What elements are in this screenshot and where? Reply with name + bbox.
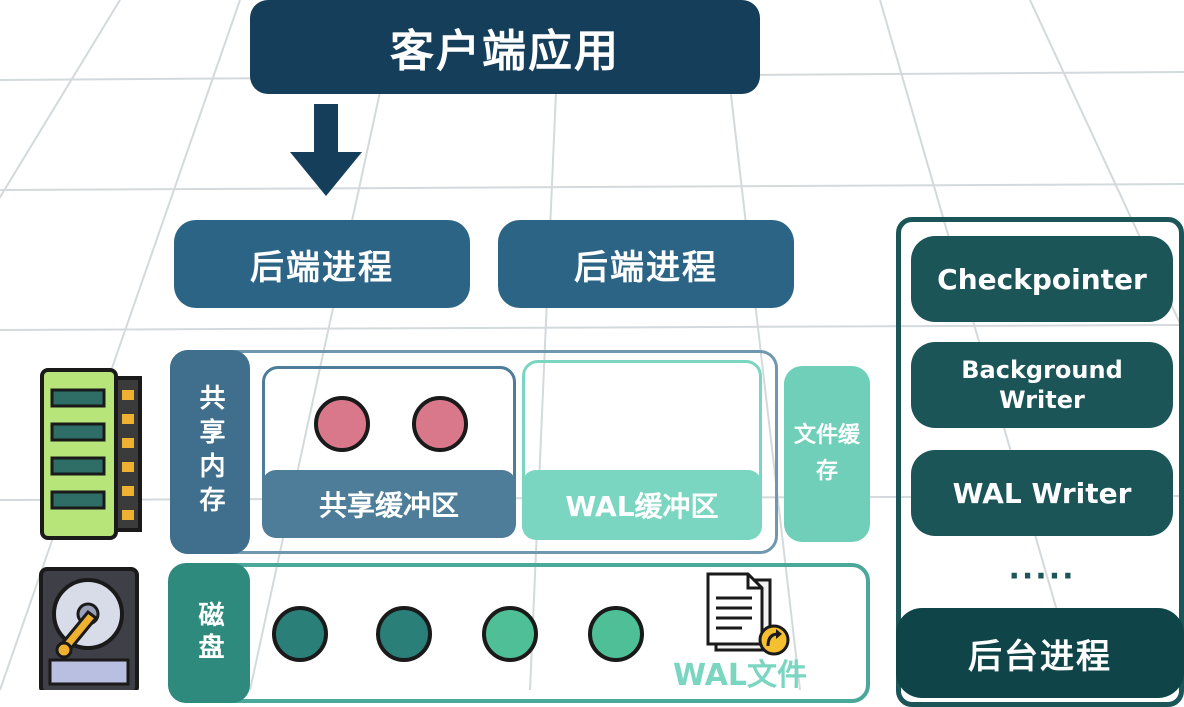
- disk-page-dot: [272, 606, 328, 662]
- wal-writer-label: WAL Writer: [952, 476, 1132, 510]
- client-app-box: 客户端应用: [250, 0, 760, 94]
- background-processes-title: 后台进程: [896, 608, 1184, 698]
- shared-buffer-label-text: 共享缓冲区: [318, 489, 459, 522]
- checkpointer-box: Checkpointer: [911, 236, 1173, 322]
- shared-buffer-label: 共享缓冲区: [262, 470, 516, 538]
- disk-page-dot: [482, 606, 538, 662]
- wal-writer-box: WAL Writer: [911, 450, 1173, 536]
- ram-icon: [40, 368, 142, 540]
- client-app-label: 客户端应用: [390, 26, 620, 77]
- buffer-page-dot: [412, 396, 468, 452]
- wal-buffer-label-text: WAL缓冲区: [565, 490, 719, 523]
- checkpointer-label: Checkpointer: [937, 262, 1147, 296]
- wal-file-document-icon: [706, 572, 790, 656]
- disk-page-dot: [588, 606, 644, 662]
- background-processes-title-text: 后台进程: [968, 636, 1112, 677]
- wal-file-label: WAL文件: [672, 658, 808, 693]
- file-cache-label: 文件缓存: [794, 423, 861, 484]
- file-cache-box: 文件缓存: [784, 366, 870, 542]
- backend-process-1: 后端进程: [174, 220, 470, 308]
- wal-buffer-label: WAL缓冲区: [522, 470, 762, 540]
- disk-page-dot: [376, 606, 432, 662]
- down-arrow-icon: [290, 104, 362, 196]
- buffer-page-dot: [314, 396, 370, 452]
- backend-process-label: 后端进程: [574, 247, 718, 288]
- disk-label: 磁盘: [168, 563, 250, 703]
- hard-disk-icon: [39, 567, 139, 690]
- backend-process-2: 后端进程: [498, 220, 794, 308]
- more-processes-ellipsis: ·····: [1008, 558, 1076, 594]
- background-writer-box: Background Writer: [911, 342, 1173, 428]
- background-writer-label: Background Writer: [961, 356, 1123, 414]
- backend-process-label: 后端进程: [250, 247, 394, 288]
- shared-memory-label: 共享内存: [170, 350, 250, 554]
